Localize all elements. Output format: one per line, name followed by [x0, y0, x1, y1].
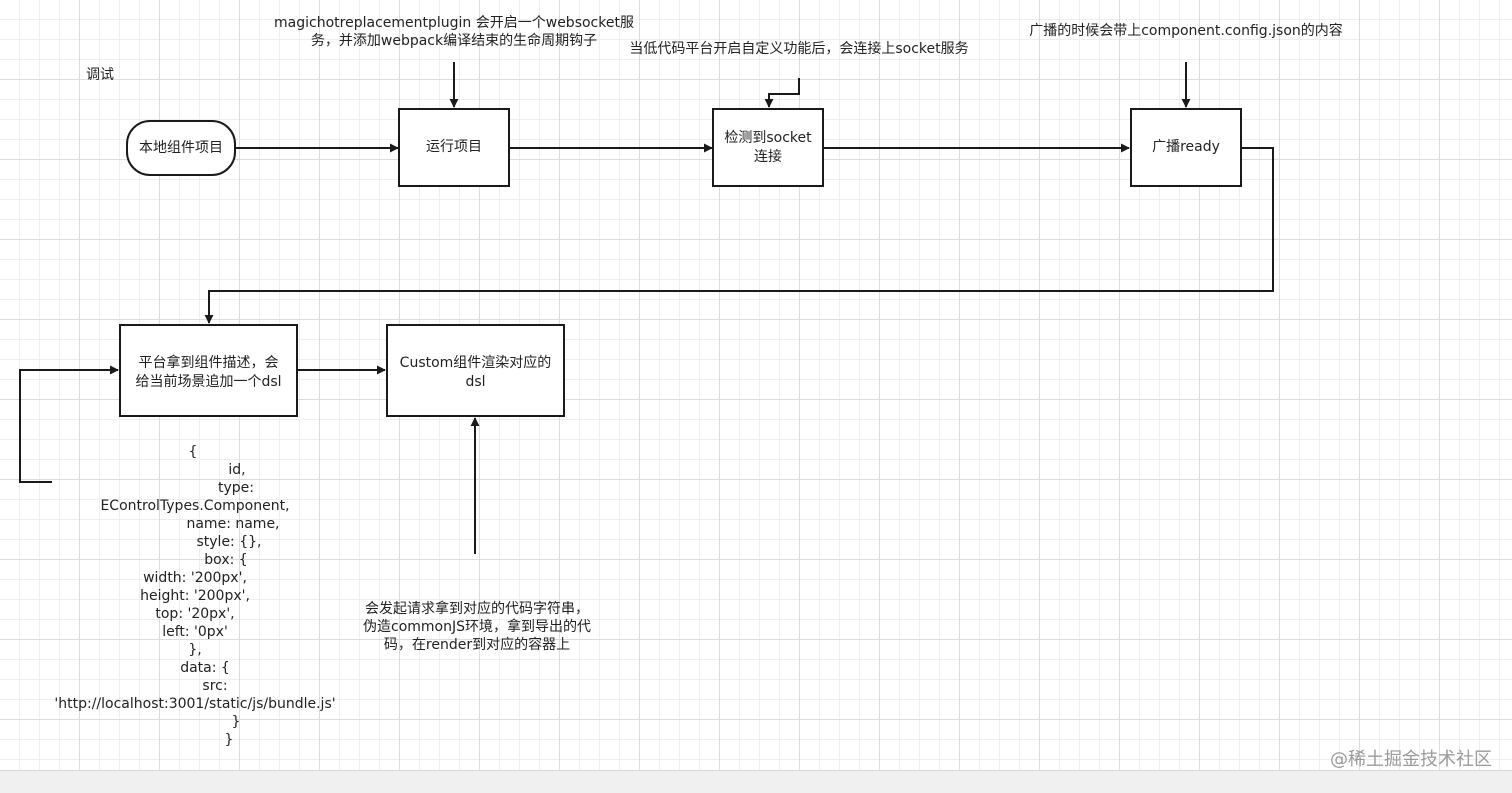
node-platform-receive[interactable]: 平台拿到组件描述，会 给当前场景追加一个dsl — [119, 324, 298, 417]
watermark: @稀土掘金技术社区 — [1330, 749, 1492, 770]
dsl-line: style: {}, — [196, 534, 262, 550]
bottom-scrollbar[interactable] — [0, 770, 1512, 793]
dsl-line: top: '20px', — [155, 606, 235, 622]
dsl-line: name: name, — [186, 516, 280, 532]
dsl-line: data: { — [180, 660, 230, 676]
side-label: 调试 — [86, 67, 114, 83]
dsl-line: } — [231, 714, 241, 730]
dsl-line: left: '0px' — [162, 624, 228, 640]
edge-broadcast-to-platform — [204, 147, 1274, 324]
dsl-line: { — [188, 444, 198, 460]
dsl-line: height: '200px', — [140, 588, 250, 604]
dsl-line: id, — [228, 462, 246, 478]
dsl-code-block: { id, type: EControlTypes.Component, nam… — [40, 443, 350, 749]
edge-platform-note-to-detect — [764, 78, 800, 108]
node-custom-render[interactable]: Custom组件渲染对应的 dsl — [386, 324, 565, 417]
dsl-line: 'http://localhost:3001/static/js/bundle.… — [54, 696, 336, 712]
dsl-line: src: — [202, 678, 228, 694]
dsl-line: } — [224, 732, 234, 748]
dsl-line: type: — [218, 480, 254, 496]
request-note: 会发起请求拿到对应的代码字符串， 伪造commonJS环境，拿到导出的代 码，在… — [363, 601, 591, 653]
node-local-project[interactable]: 本地组件项目 — [126, 120, 236, 176]
dsl-line: box: { — [204, 552, 248, 568]
plugin-note: magichotreplacementplugin 会开启一个websocket… — [274, 15, 634, 49]
dsl-line: width: '200px', — [143, 570, 247, 586]
node-detect-socket[interactable]: 检测到socket 连接 — [712, 108, 824, 187]
edge-loopback-to-platform — [19, 365, 119, 483]
dsl-line: EControlTypes.Component, — [100, 498, 290, 514]
node-run-project[interactable]: 运行项目 — [398, 108, 510, 187]
dsl-line: }, — [188, 642, 202, 658]
node-broadcast-ready[interactable]: 广播ready — [1130, 108, 1242, 187]
platform-note: 当低代码平台开启自定义功能后，会连接上socket服务 — [629, 41, 969, 57]
broadcast-note: 广播的时候会带上component.config.json的内容 — [1029, 23, 1343, 39]
